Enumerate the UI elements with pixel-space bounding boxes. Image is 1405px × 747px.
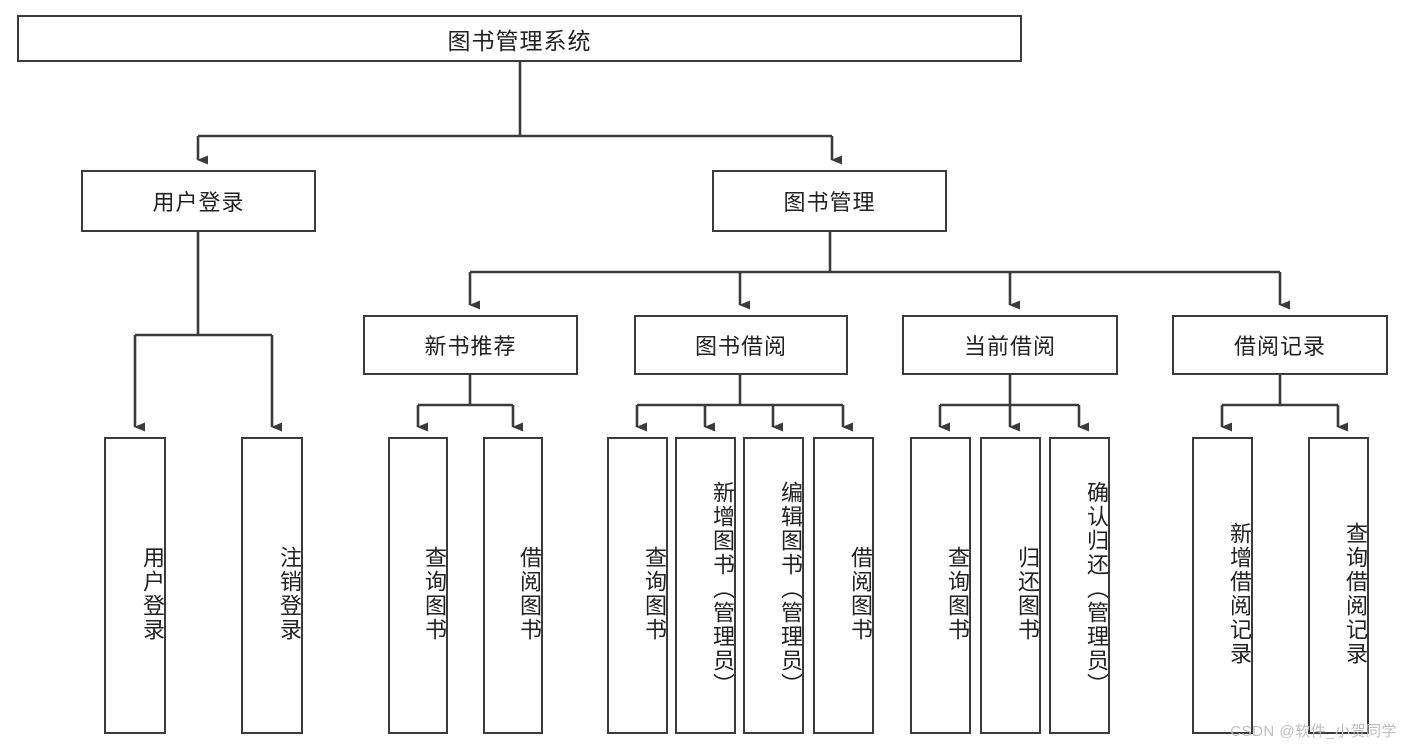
leaf-borrow-book-recommend[interactable]: 借阅图书	[483, 437, 543, 734]
node-book-borrow[interactable]: 图书借阅	[634, 315, 848, 375]
watermark: CSDN @软件_小贺同学	[1230, 723, 1397, 740]
leaf-borrow-book[interactable]: 借阅图书	[813, 437, 874, 734]
node-book-management[interactable]: 图书管理	[712, 170, 947, 232]
node-current-borrow[interactable]: 当前借阅	[902, 315, 1118, 375]
leaf-edit-book-admin[interactable]: 编辑图书（管理员）	[743, 437, 804, 734]
node-new-book-recommend[interactable]: 新书推荐	[363, 315, 578, 375]
leaf-logout[interactable]: 注销登录	[241, 437, 303, 734]
leaf-query-book-current[interactable]: 查询图书	[910, 437, 971, 734]
leaf-query-book-recommend[interactable]: 查询图书	[388, 437, 448, 734]
leaf-user-login[interactable]: 用户登录	[104, 437, 166, 734]
node-borrow-record[interactable]: 借阅记录	[1172, 315, 1388, 375]
leaf-query-borrow-record[interactable]: 查询借阅记录	[1308, 437, 1369, 734]
leaf-return-book[interactable]: 归还图书	[980, 437, 1041, 734]
node-root[interactable]: 图书管理系统	[17, 15, 1022, 62]
leaf-add-book-admin[interactable]: 新增图书（管理员）	[675, 437, 736, 734]
leaf-add-borrow-record[interactable]: 新增借阅记录	[1192, 437, 1253, 734]
node-user-login[interactable]: 用户登录	[81, 170, 316, 232]
leaf-query-book-borrow[interactable]: 查询图书	[607, 437, 668, 734]
leaf-confirm-return-admin[interactable]: 确认归还（管理员）	[1049, 437, 1110, 734]
